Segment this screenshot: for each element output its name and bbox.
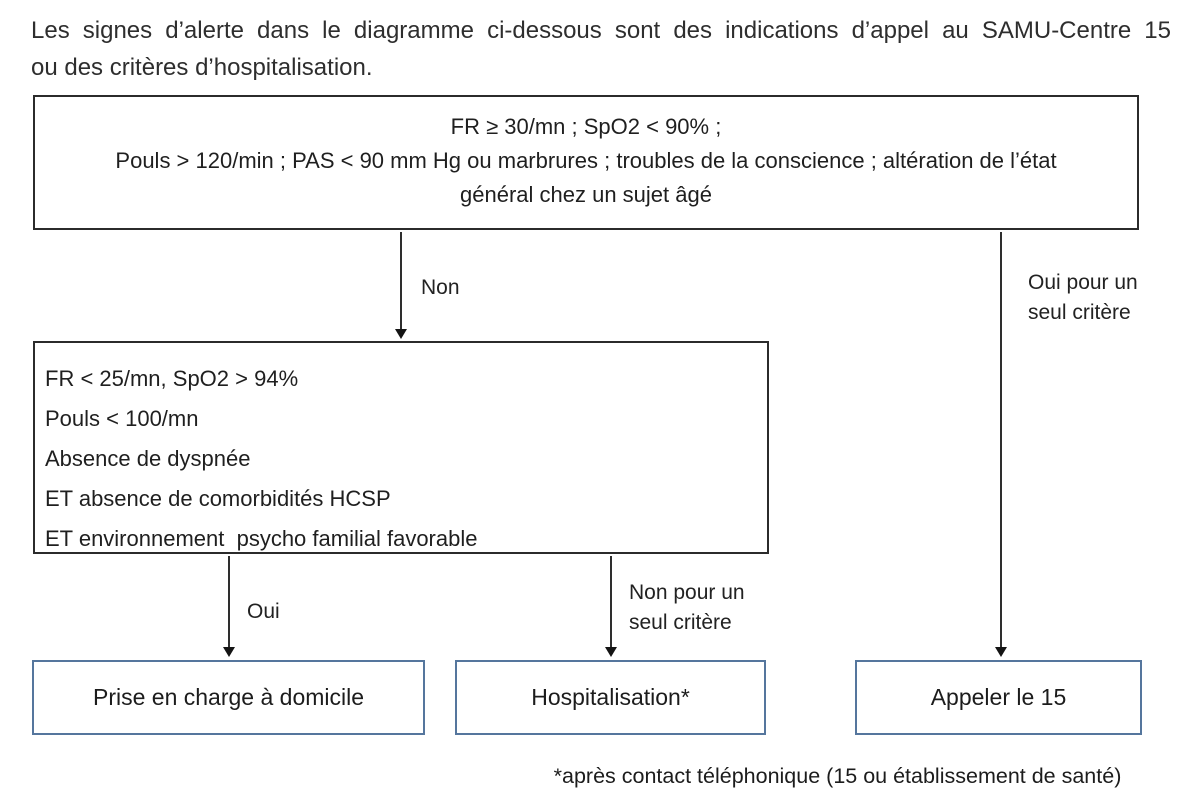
alert-signs-line-1: FR ≥ 30/mn ; SpO2 < 90% ; [450, 114, 722, 139]
intro-paragraph: Les signes d’alerte dans le diagramme ci… [31, 12, 1171, 86]
criteria-line-3: Absence de dyspnée [45, 446, 251, 471]
alert-signs-line-2: Pouls > 120/min ; PAS < 90 mm Hg ou marb… [115, 148, 1057, 173]
edge-label-oui: Oui [247, 600, 280, 623]
alert-signs-box: FR ≥ 30/mn ; SpO2 < 90% ; Pouls > 120/mi… [33, 95, 1139, 230]
outcome-box-home-care: Prise en charge à domicile [32, 660, 425, 735]
arrow-down-non-un-seul-critere [605, 556, 617, 657]
intro-line-1: Les signes d’alerte dans le diagramme ci… [31, 17, 1171, 44]
home-care-criteria-box: FR < 25/mn, SpO2 > 94% Pouls < 100/mn Ab… [33, 341, 769, 554]
criteria-line-2: Pouls < 100/mn [45, 406, 199, 431]
outcome-home-care-label: Prise en charge à domicile [92, 684, 365, 710]
criteria-line-1: FR < 25/mn, SpO2 > 94% [45, 366, 299, 391]
edge-label-non-un-seul-critere: Non pour un seul critère [629, 581, 745, 634]
outcome-box-call-15: Appeler le 15 [855, 660, 1142, 735]
alert-signs-line-3: général chez un sujet âgé [460, 182, 712, 207]
outcome-call-15-label: Appeler le 15 [930, 684, 1067, 710]
edge-label-non: Non [421, 276, 460, 299]
intro-line-2: ou des critères d’hospitalisation. [31, 54, 373, 81]
outcome-hospitalisation-label: Hospitalisation* [531, 684, 690, 710]
arrow-down-oui-un-seul-critere [995, 232, 1007, 657]
footnote: *après contact téléphonique (15 ou établ… [553, 764, 1122, 788]
criteria-line-4: ET absence de comorbidités HCSP [45, 486, 391, 511]
arrow-down-oui [223, 556, 235, 657]
criteria-line-5: ET environnement psycho familial favorab… [45, 526, 478, 551]
outcome-box-hospitalisation: Hospitalisation* [455, 660, 766, 735]
edge-label-oui-un-seul-critere: Oui pour un seul critère [1028, 271, 1138, 324]
arrow-down-non [395, 232, 407, 339]
